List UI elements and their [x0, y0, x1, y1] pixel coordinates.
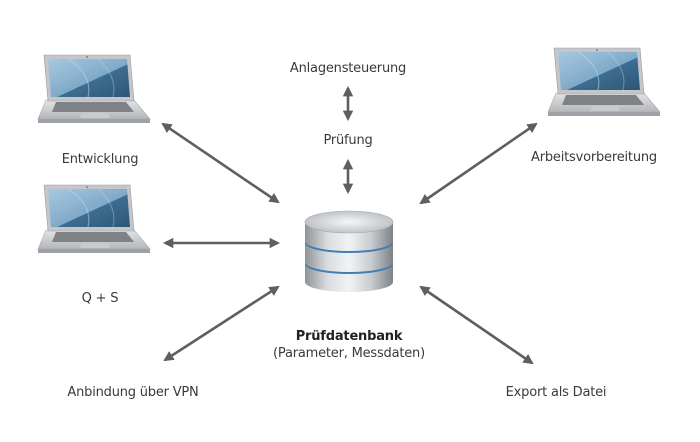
laptop-icon-qs [37, 184, 151, 254]
node-label-entwicklung: Entwicklung [61, 152, 139, 167]
arrow-entwicklung [161, 122, 280, 204]
database-icon [304, 210, 394, 292]
node-label-vpn: Anbindung über VPN [67, 385, 199, 400]
arrow-vpn [163, 285, 280, 362]
database-title: Prüfdatenbank [295, 329, 403, 344]
node-label-anlagensteuerung: Anlagensteuerung [289, 61, 407, 76]
node-label-arbeitsvorbereitung: Arbeitsvorbereitung [531, 150, 657, 165]
database-subtitle: (Parameter, Messdaten) [273, 346, 425, 361]
arrow-arbeitsvorbereitung [419, 122, 538, 205]
arrow-export [419, 285, 534, 365]
node-label-export: Export als Datei [505, 385, 607, 400]
node-label-pruefung: Prüfung [323, 133, 373, 148]
laptop-icon-arbeitsvorbereitung [547, 47, 661, 117]
laptop-icon-entwicklung [37, 54, 151, 124]
node-label-qs: Q + S [81, 291, 119, 306]
